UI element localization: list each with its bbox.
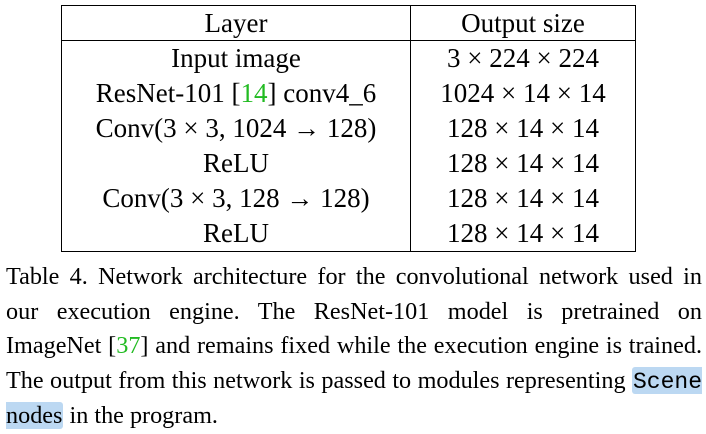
table-caption: Table 4. Network architecture for the co… (6, 260, 702, 434)
row-output: 1024 × 14 × 14 (440, 78, 606, 108)
row-layer: ReLU (62, 216, 411, 251)
row-output: 3 × 224 × 224 (447, 43, 599, 73)
row-output: 128 × 14 × 14 (447, 218, 599, 248)
header-output-size: Output size (410, 6, 635, 41)
header-layer: Layer (62, 6, 411, 41)
row-output: 128 × 14 × 14 (447, 183, 599, 213)
table-row: ReLU 128 × 14 × 14 (62, 216, 635, 251)
row-layer-suffix: ] conv4_6 (267, 78, 377, 108)
row-layer-prefix: ResNet-101 [ (95, 78, 241, 108)
architecture-table: Layer Output size Input image 3 × 224 × … (61, 5, 636, 252)
table-row: Input image 3 × 224 × 224 (62, 40, 635, 76)
scene-code-suffix: nodes (6, 402, 63, 429)
citation-link[interactable]: 14 (240, 78, 268, 108)
scene-code: Scene (632, 368, 702, 395)
caption-part1: Table 4. Network architecture for the co… (6, 263, 702, 359)
row-layer: Conv(3 × 3, 128 → 128) (62, 181, 411, 216)
caption-part3: in the program. (63, 402, 218, 429)
row-layer: Input image (62, 40, 411, 76)
table-row: Conv(3 × 3, 128 → 128) 128 × 14 × 14 (62, 181, 635, 216)
table-row: ResNet-101 [14] conv4_6 1024 × 14 × 14 (62, 76, 635, 111)
architecture-table-grid: Layer Output size Input image 3 × 224 × … (62, 6, 635, 251)
row-output: 128 × 14 × 14 (447, 113, 599, 143)
row-output: 128 × 14 × 14 (447, 148, 599, 178)
citation-link[interactable]: 37 (116, 332, 141, 359)
table-row: ReLU 128 × 14 × 14 (62, 146, 635, 181)
row-layer: Conv(3 × 3, 1024 → 128) (62, 111, 411, 146)
table-row: Conv(3 × 3, 1024 → 128) 128 × 14 × 14 (62, 111, 635, 146)
caption-part2: ] and remains fixed while the execution … (6, 332, 702, 394)
row-layer: ReLU (62, 146, 411, 181)
row-layer: ResNet-101 [14] conv4_6 (62, 76, 411, 111)
table-header-row: Layer Output size (62, 6, 635, 41)
caption-text: Table 4. Network architecture for the co… (6, 260, 702, 434)
